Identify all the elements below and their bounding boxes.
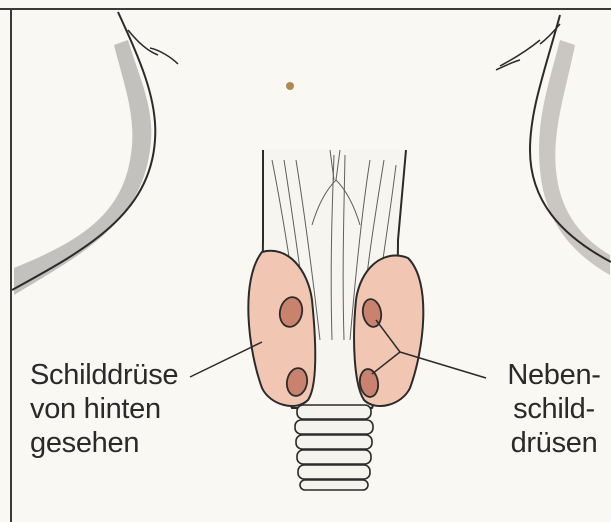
trachea-rings — [295, 405, 373, 490]
neck-shadow-left — [14, 40, 151, 295]
thyroid-label-line1: Schilddrüse — [30, 358, 178, 392]
parathyroid-label-line1: Neben- — [499, 358, 609, 392]
parathyroid-label-line2: schild- — [499, 392, 609, 426]
leader-line-thyroid — [190, 342, 262, 377]
thyroid-label-line2: von hinten — [30, 392, 178, 426]
center-dot — [286, 82, 294, 90]
parathyroid-label: Neben- schild- drüsen — [499, 358, 609, 460]
thyroid-label: Schilddrüse von hinten gesehen — [30, 358, 178, 460]
neck-shadow-right — [539, 40, 610, 275]
thyroid-label-line3: gesehen — [30, 426, 178, 460]
hair-strands — [128, 24, 560, 70]
parathyroid-label-line3: drüsen — [499, 426, 609, 460]
